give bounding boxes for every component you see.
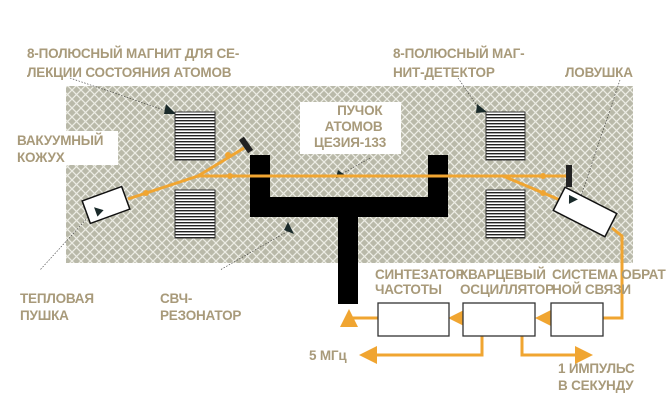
trap-label: ЛОВУШКА bbox=[565, 65, 633, 80]
detector-trap bbox=[552, 186, 618, 238]
selector-magnet-bottom bbox=[174, 189, 216, 239]
output-1pps-label: 1 ИМПУЛЬС В СЕКУНДУ bbox=[558, 361, 638, 393]
cesium-beam-label-bg bbox=[300, 102, 401, 154]
cesium-beam-label: ПУЧОК АТОМОВ ЦЕЗИЯ-133 bbox=[314, 103, 387, 150]
selector-magnet-top bbox=[174, 111, 216, 161]
selector-magnet-label: 8-ПОЛЮСНЫЙ МАГНИТ ДЛЯ СЕ- ЛЕКЦИИ СОСТОЯН… bbox=[27, 46, 243, 80]
synthesizer-label: СИНТЕЗАТОР ЧАСТОТЫ bbox=[375, 267, 468, 297]
vacuum-casing-label-bg bbox=[12, 131, 118, 165]
detector-magnet-bottom bbox=[485, 189, 526, 239]
beam-stopper bbox=[566, 165, 572, 187]
microwave-resonator bbox=[250, 155, 448, 304]
beam-dots bbox=[143, 152, 546, 196]
leader-lines bbox=[39, 77, 621, 271]
quartz-oscillator-box bbox=[462, 302, 536, 337]
microwave-resonator-label: СВЧ- РЕЗОНАТОР bbox=[160, 291, 241, 323]
feedback-system-label: СИСТЕМА ОБРАТ- НОЙ СВЯЗИ bbox=[552, 267, 666, 297]
thermal-gun bbox=[81, 185, 131, 225]
detector-magnet-top bbox=[485, 111, 526, 161]
output-5mhz-label: 5 МГц bbox=[309, 348, 347, 363]
deflector-plate bbox=[238, 136, 254, 154]
synthesizer-box bbox=[377, 302, 450, 337]
detector-magnet-label: 8-ПОЛЮСНЫЙ МАГ- НИТ-ДЕТЕКТОР bbox=[393, 46, 528, 80]
thermal-gun-label: ТЕПЛОВАЯ ПУШКА bbox=[20, 291, 97, 323]
quartz-oscillator-label: КВАРЦЕВЫЙ ОСЦИЛЛЯТОР bbox=[460, 267, 554, 297]
atom-beam bbox=[127, 146, 624, 320]
vacuum-casing-label: ВАКУУМНЫЙ КОЖУХ bbox=[17, 133, 107, 165]
feedback-system-box bbox=[550, 302, 604, 337]
